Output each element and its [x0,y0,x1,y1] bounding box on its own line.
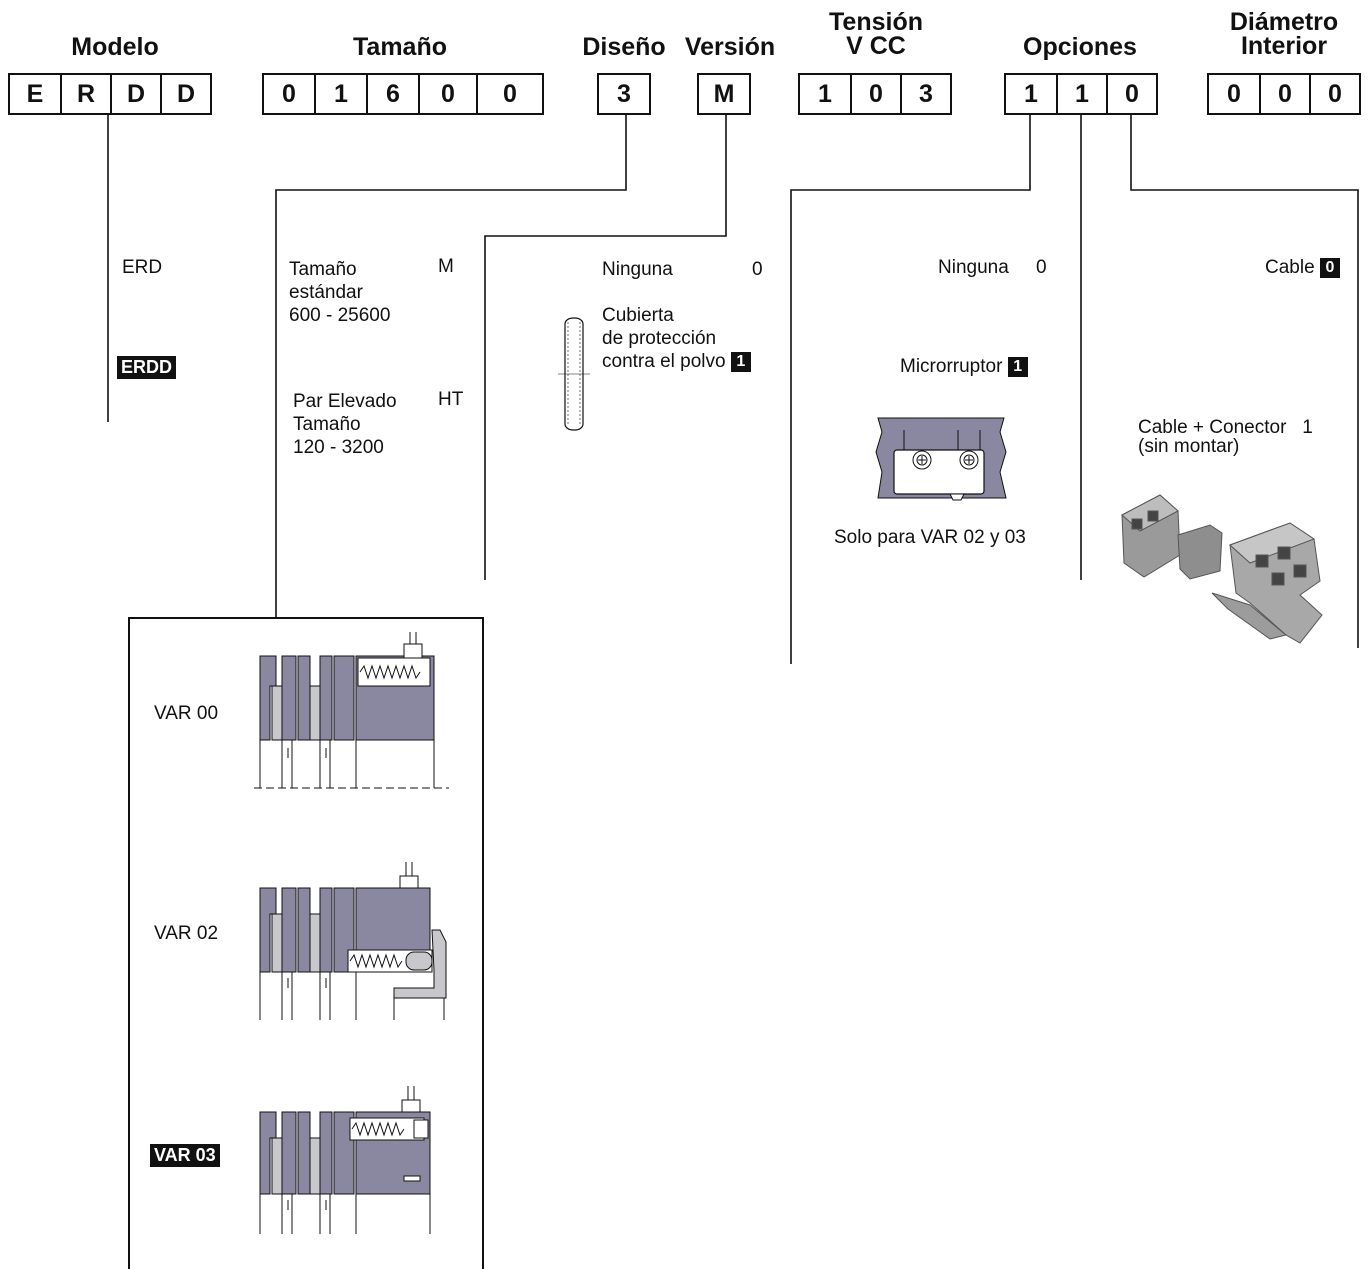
tamano-ht-line3: 120 - 3200 [293,437,384,458]
code-cell: 6 [366,75,418,113]
header-version: Versión [684,33,776,61]
opciones-none-code: 0 [1036,257,1047,278]
code-cell: 3 [900,75,950,113]
code-cell: 3 [617,79,631,108]
var-00-label: VAR 00 [154,703,219,724]
line-diseno [275,115,627,617]
header-diametro-line1: Diámetro [1229,8,1339,36]
var-00-drawing [254,632,449,789]
var-02-label: VAR 02 [154,923,219,944]
code-cell: 1 [314,75,366,113]
code-cell: 0 [1309,75,1359,113]
code-cell: 0 [1227,79,1241,108]
opciones-none: Ninguna [938,257,1009,278]
tamano-ht-line1: Par Elevado [293,391,397,412]
cable-connector-line1: Cable + Conector 1 [1138,418,1313,437]
code-cell: 1 [1056,75,1106,113]
cable-text: Cable [1265,257,1315,278]
opciones-micro-text: Microrruptor [900,356,1003,377]
tamano-standard-line2: estándar [289,282,363,303]
modelo-option-erd: ERD [122,257,163,278]
code-cell: 0 [282,79,296,108]
code-tension: 1 0 3 [798,73,952,115]
code-cell: 0 [1106,75,1156,113]
code-version: M [697,73,751,115]
version-cover-line3: contra el polvo 1 [602,350,751,373]
header-opciones: Opciones [1023,33,1137,61]
code-diametro: 0 0 0 [1207,73,1361,115]
code-cell: 0 [1259,75,1309,113]
header-tension-line2: V CC [846,32,906,60]
code-tamano: 0 1 6 0 0 [262,73,544,115]
tamano-ht: Par Elevado Tamaño 120 - 3200 [293,390,397,459]
dust-cover-icon [558,317,590,431]
var-options-box [128,617,484,1269]
modelo-option-erdd: ERDD [117,356,177,379]
code-cell: 1 [1024,79,1038,108]
version-cover-line1: Cubierta [602,305,674,326]
code-cell: D [110,75,160,113]
version-cover-line2: de protección [602,328,717,349]
cable-option: Cable 0 [1265,256,1340,279]
version-none: Ninguna [602,259,673,280]
header-diametro: Diámetro Interior [1222,8,1346,60]
connector-photo-icon [1121,494,1323,644]
opciones-note: Solo para VAR 02 y 03 [834,527,1026,548]
cable-connector: Cable + Conector 1 (sin montar) [1138,418,1313,456]
line-version [484,115,727,580]
cable-connector-text: Cable + Conector [1138,417,1287,438]
tamano-ht-line2: Tamaño [293,414,361,435]
var-03-label: VAR 03 [150,1144,220,1167]
header-modelo: Modelo [71,33,159,61]
version-none-code: 0 [752,259,763,280]
opciones-micro: Microrruptor 1 [900,355,1028,378]
tamano-standard-code: M [438,256,454,277]
code-cell: M [713,79,735,108]
code-cell: E [26,79,44,108]
var-03-drawing [259,1086,431,1234]
header-tension: Tensión V CC [820,8,932,60]
cable-code: 0 [1319,258,1340,278]
code-diseno: 3 [597,73,651,115]
var-02-drawing [259,862,447,1020]
version-cover-code: 1 [730,352,751,372]
tamano-ht-code: HT [438,389,464,410]
header-tamano: Tamaño [353,33,447,61]
code-cell: 0 [418,75,476,113]
code-cell: 0 [850,75,900,113]
cable-connector-note: (sin montar) [1138,436,1240,457]
tamano-standard: Tamaño estándar 600 - 25600 [289,258,390,327]
code-cell: 0 [476,75,542,113]
header-diametro-line2: Interior [1240,32,1328,60]
code-cell: D [160,75,210,113]
cable-connector-code: 1 [1302,417,1313,438]
line-opciones-1 [790,115,1031,664]
microswitch-icon [875,417,1007,501]
code-cell: 1 [818,79,832,108]
header-tension-line1: Tensión [829,8,923,36]
header-diseno: Diseño [582,33,666,61]
code-modelo: E R D D [8,73,212,115]
code-cell: R [60,75,110,113]
version-cover: Cubierta de protección contra el polvo 1 [602,304,751,373]
code-opciones: 1 1 0 [1004,73,1158,115]
tamano-standard-line1: Tamaño [289,259,357,280]
tamano-standard-line3: 600 - 25600 [289,305,391,326]
version-cover-text: contra el polvo [602,351,726,372]
opciones-micro-code: 1 [1007,357,1028,377]
line-opciones-3 [1130,115,1359,648]
